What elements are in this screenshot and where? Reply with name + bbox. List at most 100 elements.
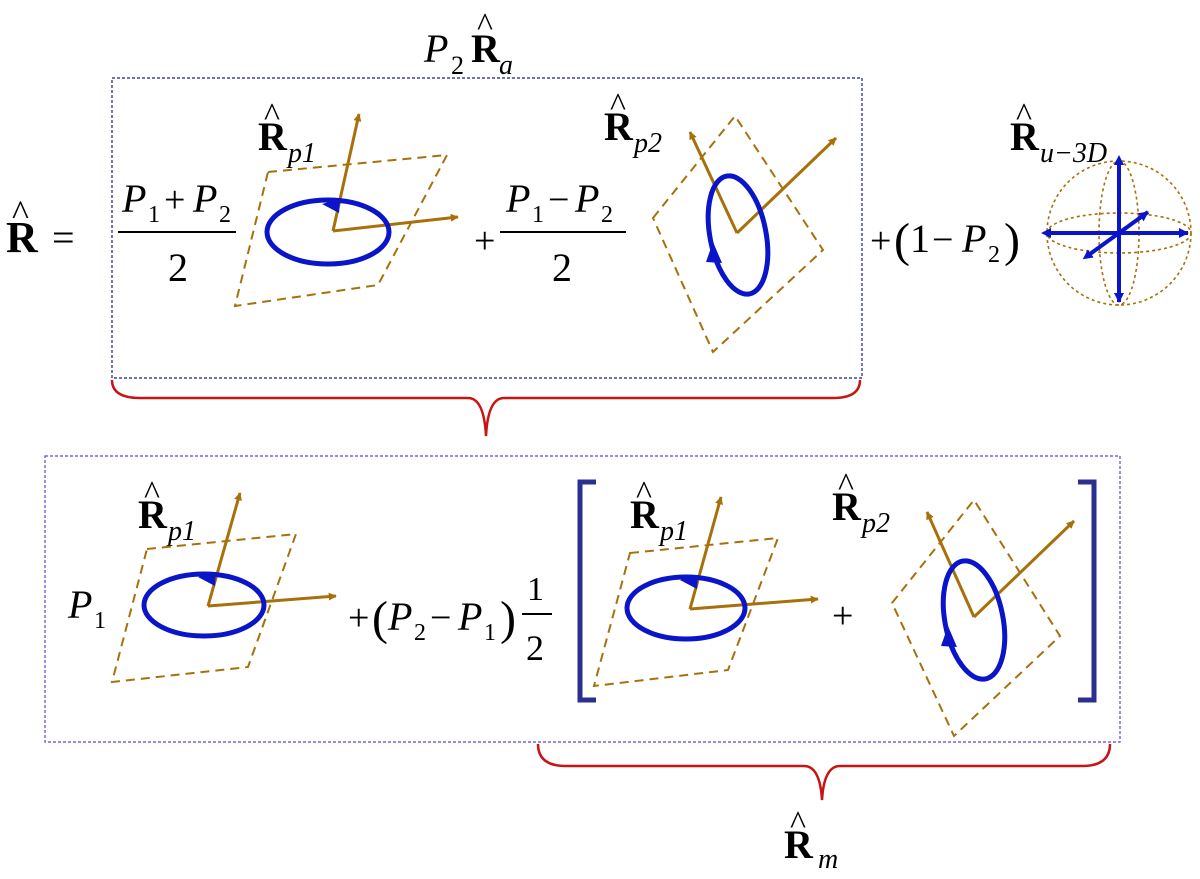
svg-text:p1: p1 xyxy=(658,516,688,547)
svg-text:^: ^ xyxy=(610,87,626,124)
label-r-p1-bottom-mid: R ^ p1 xyxy=(630,475,688,547)
svg-text:): ) xyxy=(1004,214,1020,267)
svg-text:+: + xyxy=(164,179,185,221)
polarization-state-p2-top xyxy=(651,114,838,354)
label-r-u3d: R ^ u−3D xyxy=(1010,97,1107,169)
brace-top xyxy=(110,379,862,437)
fraction-p1-minus-p2-over-2: + P 1 − P 2 2 xyxy=(474,176,626,290)
label-r-p2-top: R ^ p2 xyxy=(604,87,662,159)
dashed-plane xyxy=(890,498,1062,738)
svg-text:R: R xyxy=(471,26,501,71)
svg-text:1: 1 xyxy=(94,608,106,634)
term-one-minus-p2: + ( 1 − P 2 ) xyxy=(870,214,1020,268)
svg-text:P: P xyxy=(961,216,986,261)
svg-text:=: = xyxy=(52,215,75,260)
svg-text:R: R xyxy=(630,492,660,537)
svg-text:R: R xyxy=(1010,114,1040,159)
svg-text:1: 1 xyxy=(532,202,544,228)
svg-text:R: R xyxy=(784,822,814,867)
svg-text:−: − xyxy=(548,179,569,221)
svg-text:2: 2 xyxy=(552,245,572,290)
svg-text:P: P xyxy=(574,176,599,221)
label-p2-ra: P 2 R ^ a xyxy=(423,7,513,81)
svg-text:^: ^ xyxy=(636,475,652,512)
label-r-p1-top: R ^ p1 xyxy=(258,97,316,169)
svg-text:m: m xyxy=(818,844,838,874)
svg-text:p1: p1 xyxy=(166,516,196,547)
dashed-plane xyxy=(651,114,825,354)
plus-inside-bracket: + xyxy=(832,595,853,637)
dashed-plane xyxy=(592,536,780,688)
svg-text:P: P xyxy=(505,176,530,221)
svg-text:1: 1 xyxy=(148,202,160,228)
svg-text:1: 1 xyxy=(910,216,930,261)
svg-text:p2: p2 xyxy=(632,128,662,159)
svg-text:p1: p1 xyxy=(286,138,316,169)
unpolarized-sphere-icon xyxy=(1041,155,1192,306)
svg-text:p2: p2 xyxy=(860,508,890,539)
svg-text:P: P xyxy=(423,26,448,71)
label-r-m: R ^ m xyxy=(784,805,838,875)
svg-text:2: 2 xyxy=(526,628,544,668)
svg-text:2: 2 xyxy=(219,202,231,228)
svg-text:R: R xyxy=(832,484,862,529)
svg-text:(: ( xyxy=(894,214,910,267)
svg-text:−: − xyxy=(430,597,451,639)
svg-text:R: R xyxy=(258,114,288,159)
svg-text:+: + xyxy=(348,597,369,639)
label-p1: P 1 xyxy=(67,582,106,634)
polarization-ellipse-icon xyxy=(264,197,392,267)
svg-text:+: + xyxy=(870,220,891,262)
svg-text:P: P xyxy=(67,582,92,627)
polarization-ellipse-icon xyxy=(940,558,1008,682)
svg-text:2: 2 xyxy=(601,202,613,228)
svg-text:^: ^ xyxy=(12,193,29,233)
frame-bottom-expansion xyxy=(44,455,1121,743)
svg-text:P: P xyxy=(121,176,146,221)
svg-text:^: ^ xyxy=(144,475,160,512)
label-r-hat-lhs: R ^ = xyxy=(6,193,75,262)
svg-text:^: ^ xyxy=(264,97,280,134)
svg-text:u−3D: u−3D xyxy=(1040,138,1107,169)
svg-text:−: − xyxy=(932,219,953,261)
svg-text:P: P xyxy=(192,176,217,221)
svg-text:^: ^ xyxy=(790,805,806,842)
svg-text:2: 2 xyxy=(451,51,464,80)
label-r-p2-bottom: R ^ p2 xyxy=(832,467,890,539)
polarization-ellipse-icon xyxy=(624,574,748,642)
svg-text:a: a xyxy=(499,50,513,81)
svg-text:2: 2 xyxy=(414,620,426,646)
svg-text:): ) xyxy=(500,592,516,645)
polarization-ellipse-icon xyxy=(141,571,267,639)
frame-p2-ra xyxy=(111,77,863,379)
polarization-ellipse-icon xyxy=(705,173,771,297)
svg-text:2: 2 xyxy=(988,242,1000,268)
svg-text:^: ^ xyxy=(477,7,493,44)
dashed-plane xyxy=(233,153,449,308)
svg-text:R: R xyxy=(138,492,168,537)
bracket-right xyxy=(1078,479,1097,703)
svg-text:P: P xyxy=(387,594,412,639)
dashed-plane xyxy=(110,532,298,684)
svg-text:R: R xyxy=(6,213,39,262)
svg-text:R: R xyxy=(604,104,634,149)
svg-text:P: P xyxy=(457,594,482,639)
polarization-state-p1-bottom xyxy=(110,492,337,684)
svg-text:1: 1 xyxy=(484,620,496,646)
svg-text:^: ^ xyxy=(1016,97,1032,134)
svg-text:+: + xyxy=(474,220,495,262)
term-p2-minus-p1-half: + ( P 2 − P 1 ) 1 2 xyxy=(348,571,552,668)
svg-text:2: 2 xyxy=(168,245,188,290)
fraction-p1-plus-p2-over-2: P 1 + P 2 2 xyxy=(118,176,236,290)
bracket-left xyxy=(577,479,596,703)
svg-text:(: ( xyxy=(372,592,388,645)
svg-text:1: 1 xyxy=(527,571,544,608)
label-r-p1-bottom-left: R ^ p1 xyxy=(138,475,196,547)
polarization-state-p1-bottom-bracket xyxy=(592,496,819,688)
svg-text:^: ^ xyxy=(838,467,854,504)
polarization-state-p1-top xyxy=(233,113,459,308)
polarization-state-p2-bottom xyxy=(890,498,1076,738)
brace-bottom xyxy=(536,743,1112,801)
